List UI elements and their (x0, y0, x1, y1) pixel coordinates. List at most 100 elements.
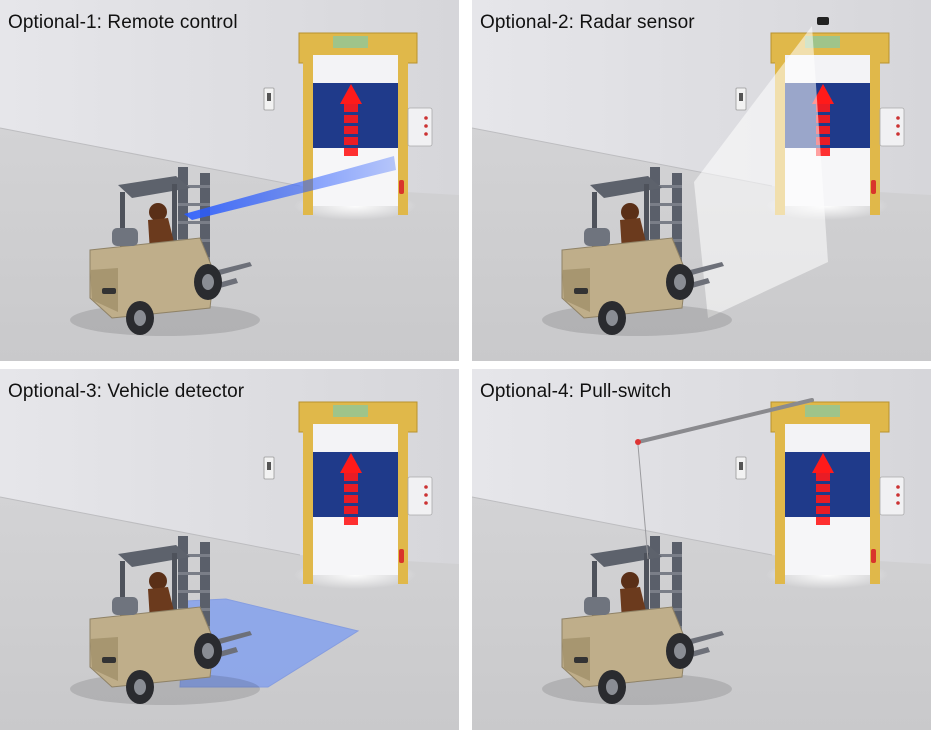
forklift-hub (606, 310, 618, 326)
panel-label: Optional-1: Remote control (8, 12, 238, 33)
control-box (407, 476, 433, 516)
forklift-mast (672, 542, 682, 654)
driver-head (621, 572, 639, 590)
forklift-body (89, 237, 215, 319)
forklift-mast (200, 173, 210, 285)
forklift-gas-tank (584, 597, 610, 615)
arrow-segment (344, 517, 358, 525)
door-logo-blur (805, 36, 840, 48)
wall-switch-knob (739, 462, 743, 470)
forklift-pillar (644, 553, 649, 618)
forklift-body (561, 606, 687, 688)
radar-detection-cone (694, 26, 828, 318)
forklift-roof (590, 545, 662, 567)
forklift-mast-rung (650, 203, 682, 206)
panel-vehicle-detector: Optional-3: Vehicle detector (0, 369, 459, 730)
forklift-rear-light (102, 288, 116, 294)
forklift-pillar (172, 553, 177, 618)
forklift-gas-tank (112, 228, 138, 246)
forklift-mast (178, 167, 188, 285)
arrow-segment (816, 137, 830, 145)
forklift-fork (218, 631, 252, 644)
control-box-button (424, 116, 428, 120)
forklift-mast-rung (650, 185, 682, 188)
forklift-roof (118, 176, 190, 198)
door-left-guide (303, 424, 313, 584)
door-left-guide (775, 424, 785, 584)
forklift-hub (202, 274, 214, 290)
up-arrow (812, 84, 834, 156)
panel-remote-control: Optional-1: Remote control (0, 0, 459, 361)
forklift-rear-light (574, 288, 588, 294)
arrow-segment (344, 506, 358, 514)
arrow-head (812, 84, 834, 104)
forklift-mast (650, 167, 660, 285)
control-box-button (424, 493, 428, 497)
wall-switch-knob (267, 93, 271, 101)
door-left-guide (303, 55, 313, 215)
up-arrow (812, 453, 834, 525)
up-arrow (340, 84, 362, 156)
door-opening-bottom (785, 517, 870, 575)
forklift-hub (134, 310, 146, 326)
up-arrow (340, 453, 362, 525)
forklift-mast-rung (178, 572, 210, 575)
forklift-hub (134, 679, 146, 695)
forklift-hub (674, 274, 686, 290)
forklift-mast-rung (178, 590, 210, 593)
floor-edge (0, 127, 301, 187)
forklift-pillar (592, 561, 597, 631)
arrow-segment (344, 495, 358, 503)
scene-pull-switch (472, 369, 931, 730)
driver-head (149, 203, 167, 221)
forklift-rear-light (574, 657, 588, 663)
forklift-mast (672, 173, 682, 285)
door-sensor-light (399, 549, 404, 563)
arrow-segment (816, 495, 830, 503)
control-box (407, 107, 433, 147)
door-logo-blur (333, 36, 368, 48)
forklift-rear-light (102, 657, 116, 663)
forklift (70, 536, 260, 705)
arrow-segment (816, 148, 830, 156)
forklift-pillar (644, 184, 649, 249)
forklift-mast (650, 536, 660, 654)
door-opening-bottom (313, 517, 398, 575)
driver-head (621, 203, 639, 221)
arrow-segment (816, 484, 830, 492)
pull-switch-arm (636, 398, 814, 444)
control-box-button (424, 124, 428, 128)
forklift-pillar (592, 192, 597, 262)
forklift-roof (590, 176, 662, 198)
control-box-button (424, 485, 428, 489)
forklift-mast-rung (178, 554, 210, 557)
control-box-button (896, 116, 900, 120)
arrow-segment (816, 517, 830, 525)
arrow-segment (344, 115, 358, 123)
forklift-mast-rung (650, 590, 682, 593)
forklift-body (561, 237, 687, 319)
control-box-button (896, 132, 900, 136)
panel-pull-switch: Optional-4: Pull-switch (472, 369, 931, 730)
arrow-head (812, 453, 834, 473)
control-box (879, 107, 905, 147)
door-right-guide (870, 424, 880, 584)
forklift-mast-rung (650, 221, 682, 224)
forklift (70, 167, 260, 336)
arrow-segment (344, 137, 358, 145)
forklift-fork (690, 631, 724, 644)
arrow-segment (344, 484, 358, 492)
forklift-mast (200, 542, 210, 654)
forklift-hub (674, 643, 686, 659)
panel-label: Optional-3: Vehicle detector (8, 381, 245, 402)
door-right-guide (870, 55, 880, 215)
door-opening-top (785, 424, 870, 452)
forklift-gas-tank (584, 228, 610, 246)
forklift-hub (606, 679, 618, 695)
wall-switch-knob (739, 93, 743, 101)
door-opening-top (313, 424, 398, 452)
forklift-fork (690, 262, 724, 275)
forklift-roof (118, 545, 190, 567)
arrow-head (340, 84, 362, 104)
forklift-fork (218, 262, 252, 275)
